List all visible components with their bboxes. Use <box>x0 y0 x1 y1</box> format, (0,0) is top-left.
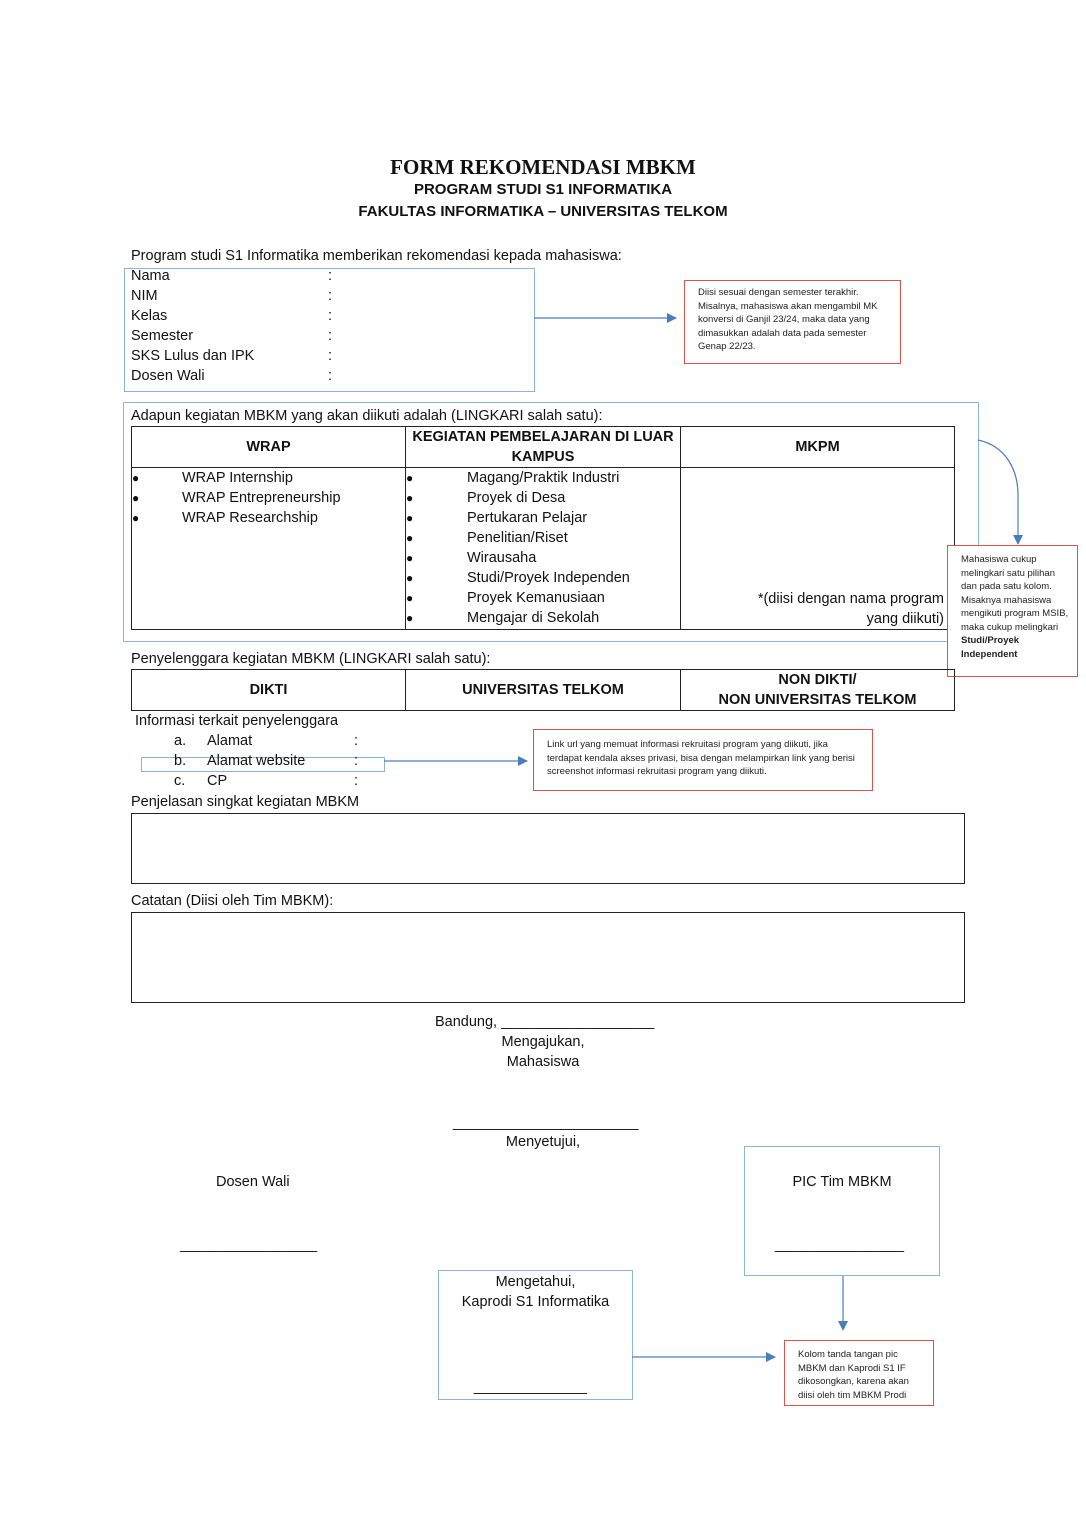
city-date: Bandung, ___________________ <box>435 1014 655 1030</box>
pic-text: PIC Tim MBKM <box>792 1174 892 1190</box>
wrap-option[interactable]: WRAP Entrepreneurship <box>132 488 405 508</box>
penjelasan-textbox[interactable] <box>131 813 965 884</box>
field-semester-colon: : <box>328 328 333 344</box>
program-subtitle: PROGRAM STUDI S1 INFORMATIKA <box>413 181 673 198</box>
field-sks-label: SKS Lulus dan IPK <box>131 348 255 364</box>
website-highlight-box <box>141 757 385 772</box>
pic-signature-line: ________________ <box>775 1237 905 1253</box>
field-kelas-label: Kelas <box>131 308 168 324</box>
arrow-to-circle-note <box>977 439 1023 545</box>
catatan-label: Catatan (Diisi oleh Tim MBKM): <box>131 893 334 909</box>
info-c-label: CP <box>207 773 228 789</box>
organizer-label: Penyelenggara kegiatan MBKM (LINGKARI sa… <box>131 651 491 667</box>
form-title: FORM REKOMENDASI MBKM <box>390 155 696 179</box>
kegiatan-option[interactable]: Proyek di Desa <box>406 488 680 508</box>
kegiatan-option[interactable]: Penelitian/Riset <box>406 528 680 548</box>
kegiatan-option[interactable]: Wirausaha <box>406 548 680 568</box>
note-link: Link url yang memuat informasi rekruitas… <box>533 729 873 791</box>
pic-signature-box <box>744 1146 940 1276</box>
organizer-non[interactable]: NON DIKTI/ NON UNIVERSITAS TELKOM <box>680 669 955 711</box>
mkpm-note-line2: yang diikuti) <box>866 611 944 627</box>
info-label: Informasi terkait penyelenggara <box>135 713 339 729</box>
kaprodi-text: Kaprodi S1 Informatika <box>461 1294 610 1310</box>
mengajukan-text: Mengajukan, <box>501 1034 585 1050</box>
kegiatan-option[interactable]: Magang/Praktik Industri <box>406 468 680 488</box>
kegiatan-cell: Magang/Praktik Industri Proyek di Desa P… <box>405 467 681 630</box>
field-kelas-colon: : <box>328 308 333 324</box>
activity-highlight-box <box>123 402 979 642</box>
info-c-letter: c. <box>174 773 186 789</box>
field-nama-label: Nama <box>131 268 170 284</box>
mahasiswa-signature-line: _______________________ <box>453 1115 639 1131</box>
organizer-non-line1: NON DIKTI/ <box>778 672 857 688</box>
info-b-label: Alamat website <box>207 753 306 769</box>
menyetujui-text: Menyetujui, <box>505 1134 581 1150</box>
catatan-textbox[interactable] <box>131 912 965 1003</box>
field-nim-label: NIM <box>131 288 158 304</box>
info-a-colon: : <box>354 733 359 749</box>
kegiatan-list: Magang/Praktik Industri Proyek di Desa P… <box>406 468 680 628</box>
kegiatan-option[interactable]: Proyek Kemanusiaan <box>406 588 680 608</box>
organizer-non-line2: NON UNIVERSITAS TELKOM <box>718 692 917 708</box>
mkpm-note-line1: *(diisi dengan nama program <box>757 591 944 607</box>
note-semester: Diisi sesuai dengan semester terakhir. M… <box>684 280 901 364</box>
info-b-letter: b. <box>174 753 187 769</box>
kaprodi-signature-line: ______________ <box>474 1379 587 1395</box>
mengetahui-text: Mengetahui, <box>495 1274 576 1290</box>
organizer-telkom[interactable]: UNIVERSITAS TELKOM <box>405 669 681 711</box>
field-semester-label: Semester <box>131 328 194 344</box>
wrap-list: WRAP Internship WRAP Entrepreneurship WR… <box>132 468 405 528</box>
info-b-colon: : <box>354 753 359 769</box>
mahasiswa-text: Mahasiswa <box>506 1054 580 1070</box>
field-dosen-colon: : <box>328 368 333 384</box>
kegiatan-option[interactable]: Mengajar di Sekolah <box>406 608 680 628</box>
info-a-letter: a. <box>174 733 187 749</box>
note-circle-text: Mahasiswa cukup melingkari satu pilihan … <box>961 554 1069 633</box>
mkpm-cell[interactable]: *(diisi dengan nama program yang diikuti… <box>680 467 955 630</box>
activity-table: WRAP KEGIATAN PEMBELAJARAN DI LUAR KAMPU… <box>131 426 955 630</box>
col-kegiatan-header: KEGIATAN PEMBELAJARAN DI LUAR KAMPUS <box>405 426 681 468</box>
note-circle: Mahasiswa cukup melingkari satu pilihan … <box>947 545 1078 677</box>
info-a-label: Alamat <box>207 733 253 749</box>
wrap-option[interactable]: WRAP Researchship <box>132 508 405 528</box>
kegiatan-option[interactable]: Studi/Proyek Independen <box>406 568 680 588</box>
field-sks-colon: : <box>328 348 333 364</box>
faculty-subtitle: FAKULTAS INFORMATIKA – UNIVERSITAS TELKO… <box>358 203 728 220</box>
intro-text: Program studi S1 Informatika memberikan … <box>131 248 622 264</box>
dosen-signature-line: _________________ <box>180 1237 318 1253</box>
activity-label: Adapun kegiatan MBKM yang akan diikuti a… <box>131 408 603 424</box>
wrap-option[interactable]: WRAP Internship <box>132 468 405 488</box>
kaprodi-signature-box <box>438 1270 633 1400</box>
field-nama-colon: : <box>328 268 333 284</box>
kegiatan-option[interactable]: Pertukaran Pelajar <box>406 508 680 528</box>
note-circle-bold: Studi/Proyek Independent <box>961 635 1020 660</box>
note-signature: Kolom tanda tangan pic MBKM dan Kaprodi … <box>784 1340 934 1406</box>
field-nim-colon: : <box>328 288 333 304</box>
organizer-table: DIKTI UNIVERSITAS TELKOM NON DIKTI/ NON … <box>131 669 955 711</box>
field-dosen-label: Dosen Wali <box>131 368 205 384</box>
col-wrap-header: WRAP <box>131 426 406 468</box>
organizer-dikti[interactable]: DIKTI <box>131 669 406 711</box>
student-info-box <box>124 268 535 392</box>
dosen-wali-text: Dosen Wali <box>216 1174 290 1190</box>
info-c-colon: : <box>354 773 359 789</box>
penjelasan-label: Penjelasan singkat kegiatan MBKM <box>131 794 360 810</box>
